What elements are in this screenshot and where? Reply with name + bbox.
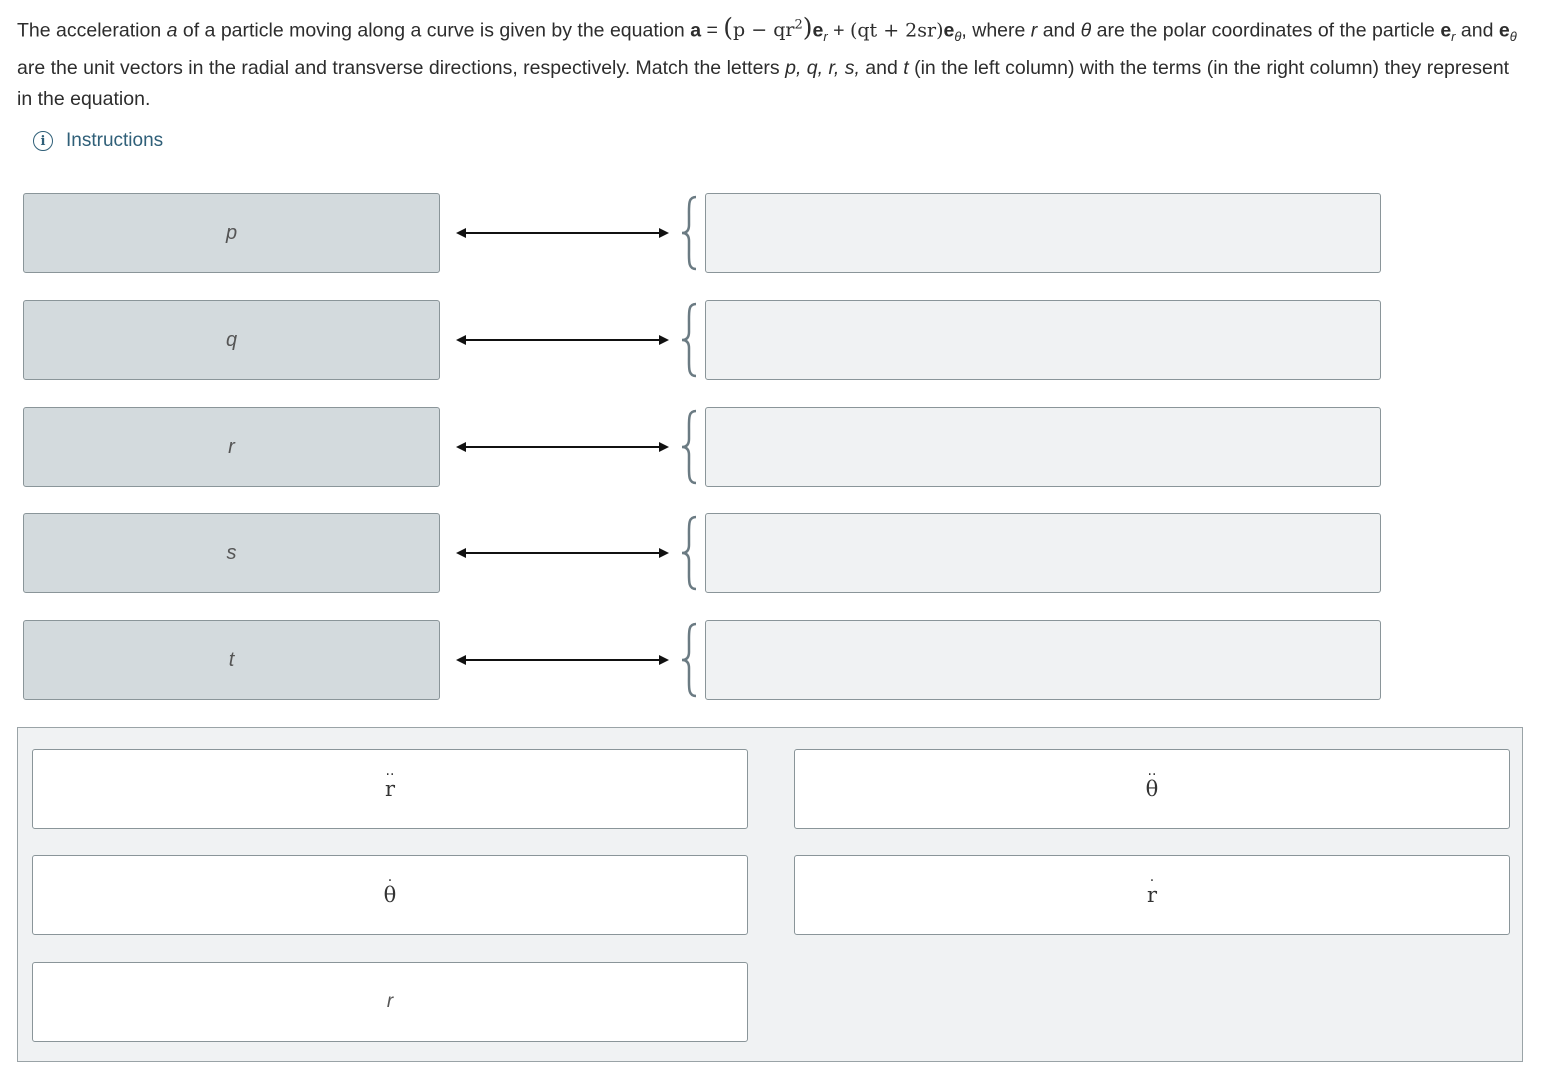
- prompt-label: p: [225, 221, 238, 244]
- option-r[interactable]: r: [32, 962, 748, 1042]
- drop-target-q[interactable]: [705, 300, 1381, 380]
- option-symbol: r·: [1146, 873, 1158, 907]
- match-row: p: [0, 193, 1542, 273]
- match-row: t: [0, 620, 1542, 700]
- option-symbol: θ··: [1145, 767, 1159, 801]
- info-icon: i: [33, 131, 53, 151]
- prompt-r: r: [23, 407, 440, 487]
- prompt-label: t: [228, 648, 235, 671]
- match-row: q: [0, 300, 1542, 380]
- instructions-label: Instructions: [66, 130, 164, 151]
- double-arrow-icon: [456, 655, 669, 665]
- option-theta-dot[interactable]: θ·: [32, 855, 748, 935]
- drop-target-s[interactable]: [705, 513, 1381, 593]
- prompt-label: s: [226, 541, 237, 564]
- prompt-p: p: [23, 193, 440, 273]
- drop-target-p[interactable]: [705, 193, 1381, 273]
- brace-icon: [681, 409, 697, 485]
- prompt-label: q: [225, 328, 238, 351]
- drop-target-t[interactable]: [705, 620, 1381, 700]
- brace-icon: [681, 302, 697, 378]
- option-symbol: r: [386, 991, 394, 1012]
- match-row: r: [0, 407, 1542, 487]
- brace-icon: [681, 515, 697, 591]
- instructions-link[interactable]: i Instructions: [33, 128, 163, 154]
- brace-icon: [681, 622, 697, 698]
- brace-icon: [681, 195, 697, 271]
- drop-target-r[interactable]: [705, 407, 1381, 487]
- double-arrow-icon: [456, 335, 669, 345]
- answer-bank: r·· θ·· θ· r· r: [17, 727, 1523, 1062]
- prompt-label: r: [228, 435, 235, 458]
- match-row: s: [0, 513, 1542, 593]
- equation: (p − qr2): [723, 13, 813, 43]
- option-r-dot[interactable]: r·: [794, 855, 1510, 935]
- double-arrow-icon: [456, 228, 669, 238]
- double-arrow-icon: [456, 548, 669, 558]
- option-r-double-dot[interactable]: r··: [32, 749, 748, 829]
- double-arrow-icon: [456, 442, 669, 452]
- question-text: The acceleration a of a particle moving …: [17, 13, 1517, 111]
- prompt-s: s: [23, 513, 440, 593]
- option-symbol: θ·: [383, 873, 397, 907]
- option-theta-double-dot[interactable]: θ··: [794, 749, 1510, 829]
- prompt-t: t: [23, 620, 440, 700]
- option-symbol: r··: [384, 767, 396, 801]
- prompt-q: q: [23, 300, 440, 380]
